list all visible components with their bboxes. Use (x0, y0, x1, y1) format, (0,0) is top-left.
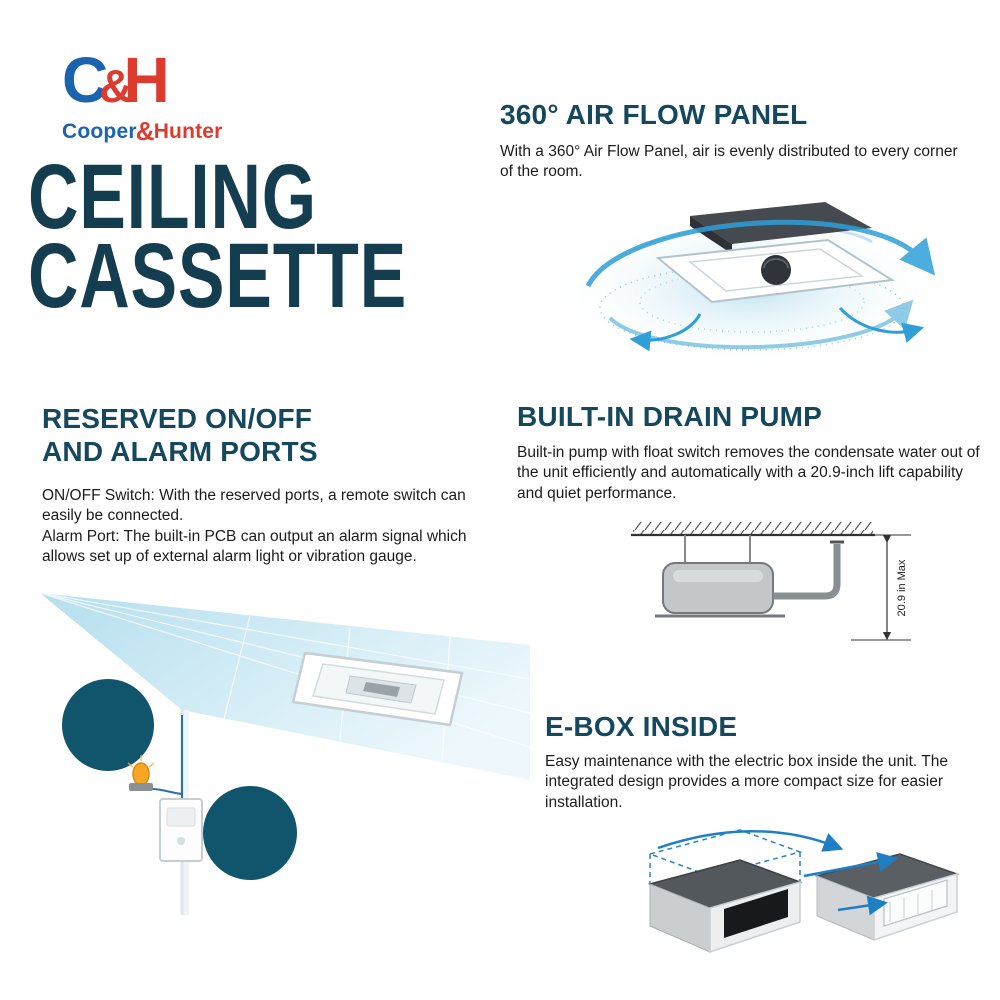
pump-highlight (673, 570, 763, 582)
airflow-stream-top (585, 219, 936, 288)
ports-paragraph-onoff: ON/OFF Switch: With the reserved ports, … (42, 487, 466, 525)
section-title-airflow: 360° AIR FLOW PANEL (500, 99, 808, 130)
brand-wordmark: Cooper&Hunter (62, 114, 223, 146)
ceiling-hatch (633, 522, 873, 534)
wordmark-ampersand: & (135, 116, 155, 146)
switch-box-button (177, 837, 185, 845)
ebox-unit-right (814, 853, 960, 942)
brand-logo: C & H Cooper&Hunter (62, 48, 223, 146)
teal-circle-left (62, 679, 154, 771)
wordmark-cooper: Cooper (62, 120, 137, 143)
airflow-illustration (540, 188, 960, 378)
airflow-illustration-svg (555, 202, 945, 366)
logo-letter-h: H (123, 44, 170, 116)
unit-right-grille (883, 879, 948, 927)
ebox-arrow-low (837, 895, 888, 916)
drain-dimension-label: 20.9 in Max (896, 559, 908, 616)
section-title-ebox: E-BOX INSIDE (545, 711, 738, 742)
cassette-panel-inner (688, 248, 865, 292)
ebox-illustration-svg (647, 829, 960, 954)
ebox-arrow-top (657, 830, 844, 852)
section-body-ports: ON/OFF Switch: With the reserved ports, … (42, 486, 494, 568)
drain-pump-illustration-svg: 20.9 in Max (631, 522, 911, 641)
wordmark-hunter: Hunter (153, 120, 223, 143)
fan-icon (761, 255, 791, 285)
teal-circle-right (203, 786, 297, 880)
room-cassette-center (363, 682, 400, 697)
alarm-lamp-glow (127, 755, 155, 768)
airflow-stream-left (629, 313, 702, 352)
logo-letter-c: C (62, 44, 109, 116)
unit-body-side (690, 216, 732, 254)
drain-pump-illustration: 20.9 in Max (615, 518, 925, 658)
ebox-arrow-mid (803, 852, 898, 878)
ebox-illustration (632, 818, 962, 978)
ceiling-plane (40, 593, 530, 780)
switch-box-icon (159, 798, 203, 862)
page-title-line1: CEILING (28, 146, 317, 248)
logo-ampersand-icon: & (99, 60, 133, 112)
section-title-ports: RESERVED ON/OFF AND ALARM PORTS (42, 402, 318, 468)
section-body-drain: Built-in pump with float switch removes … (517, 444, 980, 502)
room-illustration-svg (39, 592, 531, 915)
section-body-airflow: With a 360° Air Flow Panel, air is evenl… (500, 143, 958, 181)
section-body-ebox: Easy maintenance with the electric box i… (545, 753, 948, 811)
drain-pipe (773, 544, 841, 600)
ports-paragraph-alarm: Alarm Port: The built-in PCB can output … (42, 527, 467, 566)
section-title-ports-line2: AND ALARM PORTS (42, 436, 318, 468)
alarm-lamp-dome (132, 762, 150, 786)
unit-left-grille (724, 889, 788, 938)
alarm-lamp-icon (127, 755, 155, 791)
airflow-stream-right (838, 306, 925, 343)
section-title-ports-line1: RESERVED ON/OFF (42, 403, 313, 434)
page-title: CEILING CASSETTE (28, 146, 408, 328)
room-illustration (10, 575, 531, 920)
wire-to-lamp (151, 788, 183, 795)
brand-logo-letters: C & H (62, 48, 223, 112)
airflow-dotted-ring-inner (639, 271, 865, 333)
switch-box-window (166, 807, 196, 827)
fan-blade-line (763, 258, 789, 269)
page-title-line2: CASSETTE (28, 225, 408, 328)
unit-right-grille-lines (889, 890, 933, 922)
alarm-lamp-base (129, 783, 153, 791)
ebox-unit-left (647, 859, 803, 954)
section-title-drain: BUILT-IN DRAIN PUMP (517, 401, 823, 432)
